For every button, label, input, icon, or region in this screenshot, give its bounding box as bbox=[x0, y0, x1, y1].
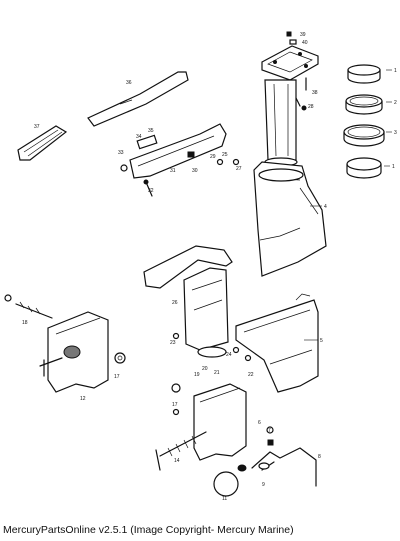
clamp-bracket-left bbox=[4, 294, 126, 393]
callout-27: 27 bbox=[236, 166, 242, 172]
callout-24: 24 bbox=[226, 352, 232, 358]
lower-cover bbox=[235, 293, 319, 393]
callout-33: 33 bbox=[118, 150, 124, 156]
callout-31: 31 bbox=[170, 168, 176, 174]
callout-1b: 1 bbox=[392, 164, 395, 170]
callout-1: 1 bbox=[394, 68, 397, 74]
tiller-handle bbox=[17, 71, 189, 161]
callout-2: 2 bbox=[394, 100, 397, 106]
callout-29: 29 bbox=[210, 154, 216, 160]
callout-14: 14 bbox=[174, 458, 180, 464]
callout-22: 22 bbox=[248, 372, 254, 378]
callout-36: 36 bbox=[126, 80, 132, 86]
callout-38: 38 bbox=[312, 90, 318, 96]
callout-9: 9 bbox=[262, 482, 265, 488]
swivel-bracket-arm bbox=[120, 123, 240, 197]
callout-12: 12 bbox=[80, 396, 86, 402]
callout-7: 7 bbox=[268, 428, 271, 434]
callout-21: 21 bbox=[214, 370, 220, 376]
top-hardware bbox=[286, 31, 307, 111]
drive-shaft-housing bbox=[253, 45, 327, 277]
callout-11: 11 bbox=[222, 496, 227, 502]
callout-19: 19 bbox=[194, 372, 200, 378]
callout-32: 32 bbox=[148, 188, 154, 194]
callout-34: 34 bbox=[136, 134, 142, 140]
callout-8: 8 bbox=[318, 454, 321, 460]
callout-25: 25 bbox=[222, 152, 228, 158]
leader-lines bbox=[304, 69, 392, 341]
callout-3: 3 bbox=[394, 130, 397, 136]
callout-5: 5 bbox=[320, 338, 323, 344]
callout-labels: 1 2 3 1 4 5 40 39 38 28 36 37 35 34 33 3… bbox=[22, 32, 397, 502]
callout-37: 37 bbox=[34, 124, 40, 130]
retainer-clip bbox=[251, 447, 317, 487]
callout-17: 17 bbox=[114, 374, 120, 380]
callout-40: 40 bbox=[302, 40, 308, 46]
callout-26: 26 bbox=[172, 300, 178, 306]
clamp-bracket-right bbox=[155, 383, 274, 497]
swivel-bracket bbox=[143, 245, 252, 362]
callout-35: 35 bbox=[148, 128, 154, 134]
callout-39: 39 bbox=[300, 32, 306, 38]
callout-17b: 17 bbox=[172, 402, 178, 408]
callout-23: 23 bbox=[170, 340, 176, 346]
callout-30: 30 bbox=[192, 168, 198, 174]
callout-4: 4 bbox=[324, 204, 327, 210]
callout-20: 20 bbox=[202, 366, 208, 372]
callout-6: 6 bbox=[258, 420, 261, 426]
copyright-footer: MercuryPartsOnline v2.5.1 (Image Copyrig… bbox=[3, 524, 294, 536]
bearing-ring-stack bbox=[343, 64, 385, 179]
callout-28: 28 bbox=[308, 104, 314, 110]
callout-18: 18 bbox=[22, 320, 28, 326]
